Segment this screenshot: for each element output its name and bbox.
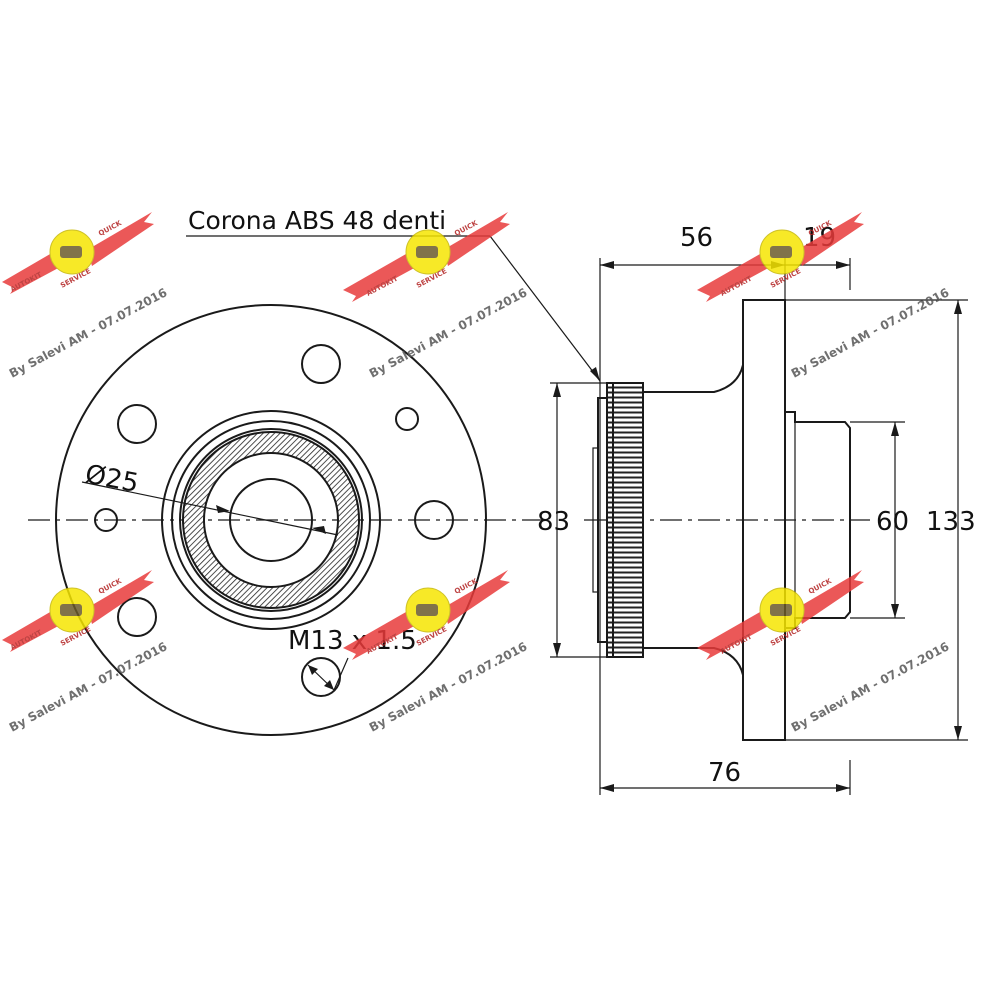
hub-ring-middle: [171, 420, 371, 620]
abs-leader-arrow: [590, 367, 600, 381]
arrow-83-top: [553, 383, 561, 397]
watermark-text: By Salevi AM - 07.07.2016: [367, 285, 530, 380]
wing-right: [87, 212, 154, 266]
flange-outer-circle: [55, 304, 487, 736]
arrow-56-left: [600, 261, 614, 269]
bolt-hole-lower-left: [117, 597, 157, 637]
arrow-76-left: [600, 784, 614, 792]
bolt-hole-top: [301, 344, 341, 384]
front-view: Ø25 M13 x 1.5: [28, 304, 545, 736]
arrow-83-bottom: [553, 643, 561, 657]
thread-arrow-head-1: [308, 665, 318, 675]
abs-label-leader: [489, 235, 601, 382]
logo-car: [416, 604, 438, 616]
arrow-76-right: [836, 784, 850, 792]
abs-ring-label: Corona ABS 48 denti: [188, 206, 446, 235]
logo-car: [770, 604, 792, 616]
dim-60: 60: [876, 507, 909, 537]
arrow-133-top: [954, 300, 962, 314]
wing-left: [343, 250, 418, 302]
watermark-6: AUTOKIT SERVICE QUICK By Salevi AM - 07.…: [697, 570, 951, 735]
bore-diameter-leader: [81, 481, 339, 536]
thread-leader: [333, 657, 349, 691]
wing-right: [87, 570, 154, 624]
small-hole-left: [94, 508, 118, 532]
bore-circle: [229, 478, 313, 562]
logo-car: [770, 246, 792, 258]
dim-83: 83: [537, 507, 570, 537]
dim-56: 56: [680, 223, 713, 253]
hub-ring-outer: [161, 410, 381, 630]
wing-right: [443, 212, 510, 266]
arrow-60-top: [891, 422, 899, 436]
wing-right: [797, 212, 864, 266]
arrow-19-right: [836, 261, 850, 269]
logo-car: [60, 604, 82, 616]
bolt-hole-upper-left: [117, 404, 157, 444]
logo-car: [416, 246, 438, 258]
wing-right: [797, 570, 864, 624]
watermark-3: AUTOKIT SERVICE QUICK By Salevi AM - 07.…: [697, 212, 951, 381]
thread-arrow-head-2: [324, 680, 334, 690]
wing-left: [697, 250, 772, 302]
watermark-2: AUTOKIT SERVICE QUICK By Salevi AM - 07.…: [343, 212, 529, 381]
bolt-hole-right: [414, 500, 454, 540]
watermarks: AUTOKIT SERVICE QUICK By Salevi AM - 07.…: [2, 212, 951, 735]
side-view: 56 19 83 60 133 76 Corona ABS 48 denti: [186, 206, 976, 795]
bearing-hatched-ring: [182, 431, 360, 609]
wing-left: [697, 608, 772, 660]
wing-left: [2, 608, 62, 652]
dim-133: 133: [926, 507, 976, 537]
watermark-text: By Salevi AM - 07.07.2016: [7, 639, 170, 734]
bore-arrow-head-1: [216, 505, 230, 513]
watermark-1: AUTOKIT SERVICE QUICK By Salevi AM - 07.…: [2, 212, 169, 381]
logo-car: [60, 246, 82, 258]
wing-right: [443, 570, 510, 624]
watermark-text: By Salevi AM - 07.07.2016: [789, 639, 952, 734]
watermark-4: AUTOKIT SERVICE QUICK By Salevi AM - 07.…: [2, 570, 169, 735]
dim-76: 76: [708, 758, 741, 788]
wing-left: [2, 250, 62, 294]
hub-body-top: [643, 364, 744, 393]
watermark-text: By Salevi AM - 07.07.2016: [7, 285, 170, 380]
wing-left: [343, 608, 418, 660]
small-hole-upper-right: [395, 407, 419, 431]
bore-diameter-label: Ø25: [83, 459, 141, 499]
abs-ring-seal: [592, 447, 599, 593]
arrow-133-bottom: [954, 726, 962, 740]
arrow-60-bottom: [891, 604, 899, 618]
hub-ring-inner: [179, 428, 363, 612]
flange-body: [742, 299, 786, 741]
bore-arrow-head-2: [312, 526, 326, 534]
